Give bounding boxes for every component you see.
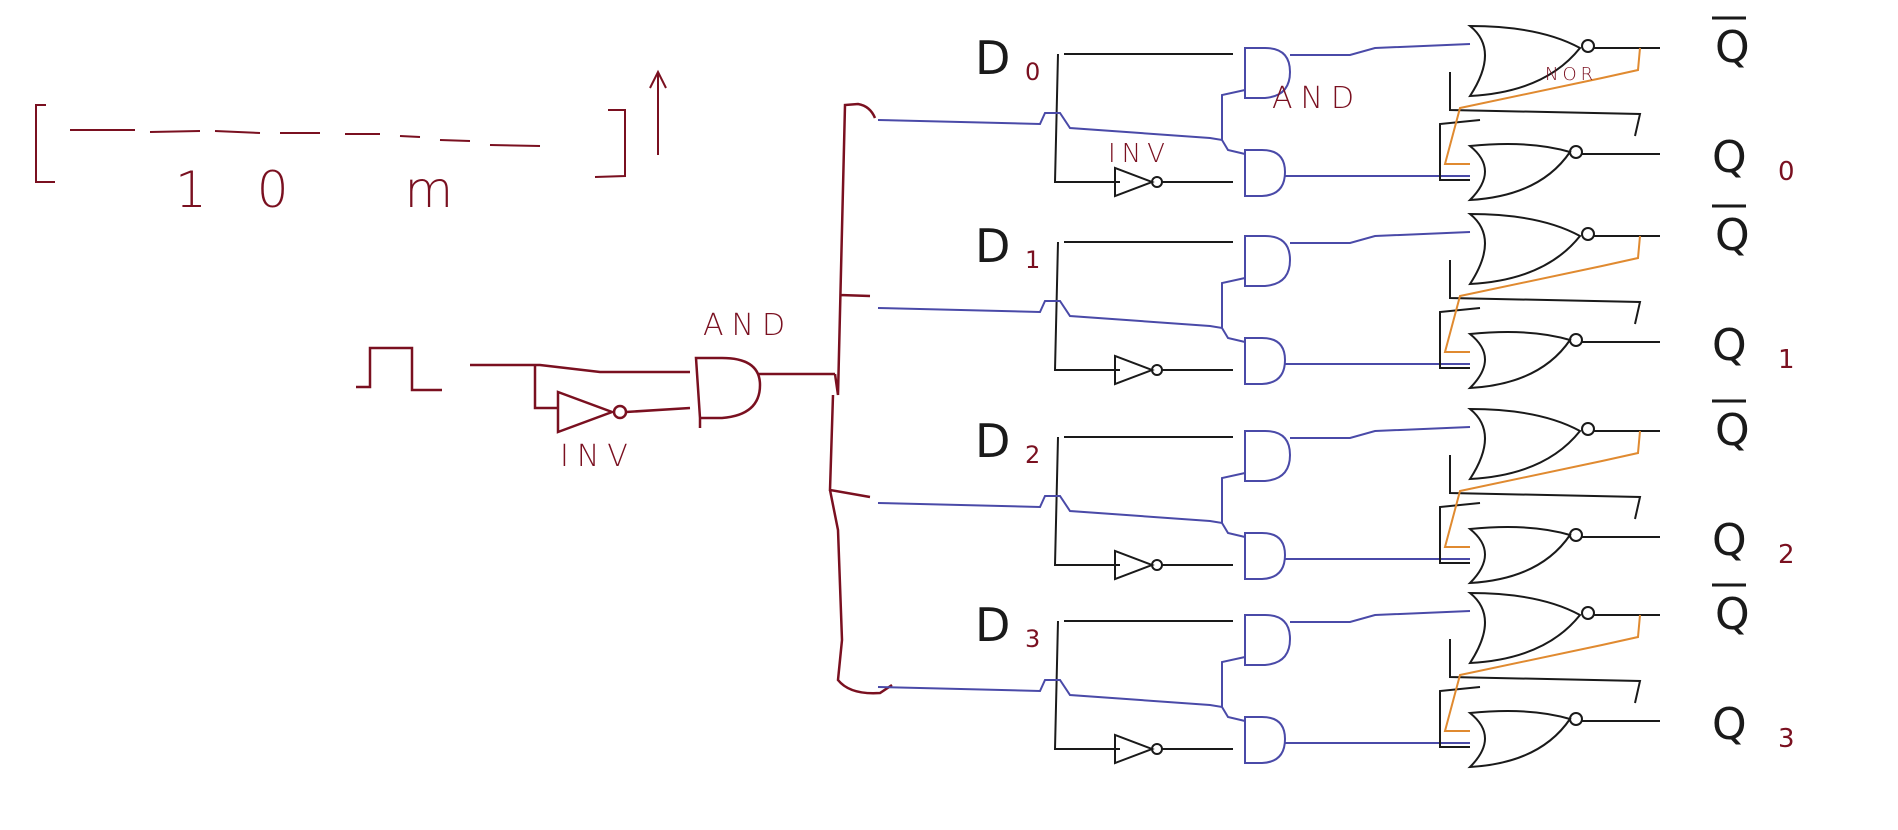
- inv-label: INV: [1108, 139, 1171, 169]
- q-output-label: Q: [1712, 132, 1747, 183]
- d-input-label: D: [975, 219, 1010, 273]
- clock-and-label: AND: [703, 308, 793, 343]
- nor-gate-bottom: [1467, 331, 1572, 390]
- and-top-out-wire: [1290, 610, 1471, 623]
- clock-inv-out-wire: [625, 406, 691, 414]
- nor-top-bubble: [1581, 606, 1595, 620]
- d-input-label: D: [975, 31, 1010, 85]
- nor-top-bubble: [1581, 39, 1595, 53]
- d-input-subscript: 2: [1025, 441, 1040, 469]
- feedback-wire-bottom: [1439, 307, 1481, 369]
- clock-section: [356, 102, 893, 695]
- and-gate-bottom: [1244, 716, 1287, 764]
- feedback-wire-top: [1449, 639, 1642, 704]
- and-top-out-wire: [1290, 426, 1471, 439]
- clock-branch-wire: [877, 277, 1246, 343]
- nor-top-bubble: [1581, 422, 1595, 436]
- and-gate-top: [1244, 235, 1292, 287]
- nor-gate-top: [1467, 407, 1582, 481]
- d-wire: [1053, 436, 1233, 566]
- d-input-subscript: 0: [1025, 58, 1040, 86]
- nor-gate-bottom: [1467, 710, 1572, 769]
- feedback-wire-top: [1449, 455, 1642, 520]
- scale-label: 10 m: [175, 161, 503, 219]
- feedback-wire-top: [1449, 260, 1642, 325]
- nor-gate-top: [1467, 24, 1582, 98]
- feedback-wire-top: [1449, 72, 1642, 137]
- up-arrow-icon: [649, 69, 667, 155]
- qbar-output-label: Q: [1715, 589, 1750, 640]
- d-input-subscript: 1: [1025, 246, 1040, 274]
- q-output-subscript: 3: [1778, 724, 1795, 754]
- feedback-wire-orange: [1443, 47, 1641, 165]
- d-wire: [1053, 620, 1233, 750]
- inverter-gate: [1114, 733, 1155, 765]
- clock-inverter: [556, 390, 616, 434]
- and-gate-bottom: [1244, 149, 1287, 197]
- nor-gate-bottom: [1467, 526, 1572, 585]
- and-gate-top: [1244, 614, 1292, 666]
- scale-bracket-right: [594, 109, 626, 178]
- qbar-output-label: Q: [1715, 210, 1750, 261]
- clock-branch-wire: [877, 472, 1246, 538]
- d-input-label: D: [975, 598, 1010, 652]
- q-output-subscript: 0: [1778, 157, 1795, 187]
- clock-wire: [470, 363, 690, 410]
- and-gate-bottom: [1244, 532, 1287, 580]
- clock-branch-wire: [877, 656, 1246, 722]
- q-output-label: Q: [1712, 699, 1747, 750]
- clock-bus: [828, 102, 893, 695]
- and-label: AND: [1272, 81, 1362, 116]
- q-output-subscript: 2: [1778, 540, 1795, 570]
- and-gate-top: [1244, 47, 1292, 99]
- q-output-label: Q: [1712, 515, 1747, 566]
- nor-gate-bottom: [1467, 143, 1572, 202]
- clock-inv-label: INV: [560, 439, 636, 474]
- and-gate-top: [1244, 430, 1292, 482]
- nor-gate-top: [1467, 212, 1582, 286]
- d-input-label: D: [975, 414, 1010, 468]
- scale-bracket-left: [35, 104, 55, 183]
- feedback-wire-orange: [1443, 614, 1641, 732]
- feedback-wire-orange: [1443, 430, 1641, 548]
- clock-branch-wire: [877, 89, 1246, 155]
- and-top-out-wire: [1290, 43, 1471, 56]
- clock-pulse-icon: [356, 346, 442, 392]
- feedback-wire-orange: [1443, 235, 1641, 353]
- d-wire: [1053, 53, 1233, 183]
- q-output-subscript: 1: [1778, 345, 1795, 375]
- inverter-gate: [1114, 549, 1155, 581]
- feedback-wire-bottom: [1439, 119, 1481, 181]
- feedback-wire-bottom: [1439, 686, 1481, 748]
- nor-bottom-bubble: [1569, 145, 1583, 159]
- inverter-gate: [1114, 166, 1155, 198]
- d-input-subscript: 3: [1025, 625, 1040, 653]
- feedback-wire-bottom: [1439, 502, 1481, 564]
- nor-bottom-bubble: [1569, 712, 1583, 726]
- qbar-output-label: Q: [1715, 22, 1750, 73]
- clock-and-gate: [694, 356, 762, 428]
- d-wire: [1053, 241, 1233, 371]
- scale-dashes: [70, 129, 541, 147]
- scale-bar: [35, 69, 667, 183]
- nor-label: NOR: [1545, 64, 1597, 85]
- qbar-output-label: Q: [1715, 405, 1750, 456]
- and-gate-bottom: [1244, 337, 1287, 385]
- nor-bottom-bubble: [1569, 528, 1583, 542]
- nor-top-bubble: [1581, 227, 1595, 241]
- inverter-gate: [1114, 354, 1155, 386]
- q-output-label: Q: [1712, 320, 1747, 371]
- and-top-out-wire: [1290, 231, 1471, 244]
- nor-gate-top: [1467, 591, 1582, 665]
- clock-inverter-bubble: [612, 404, 628, 420]
- nor-bottom-bubble: [1569, 333, 1583, 347]
